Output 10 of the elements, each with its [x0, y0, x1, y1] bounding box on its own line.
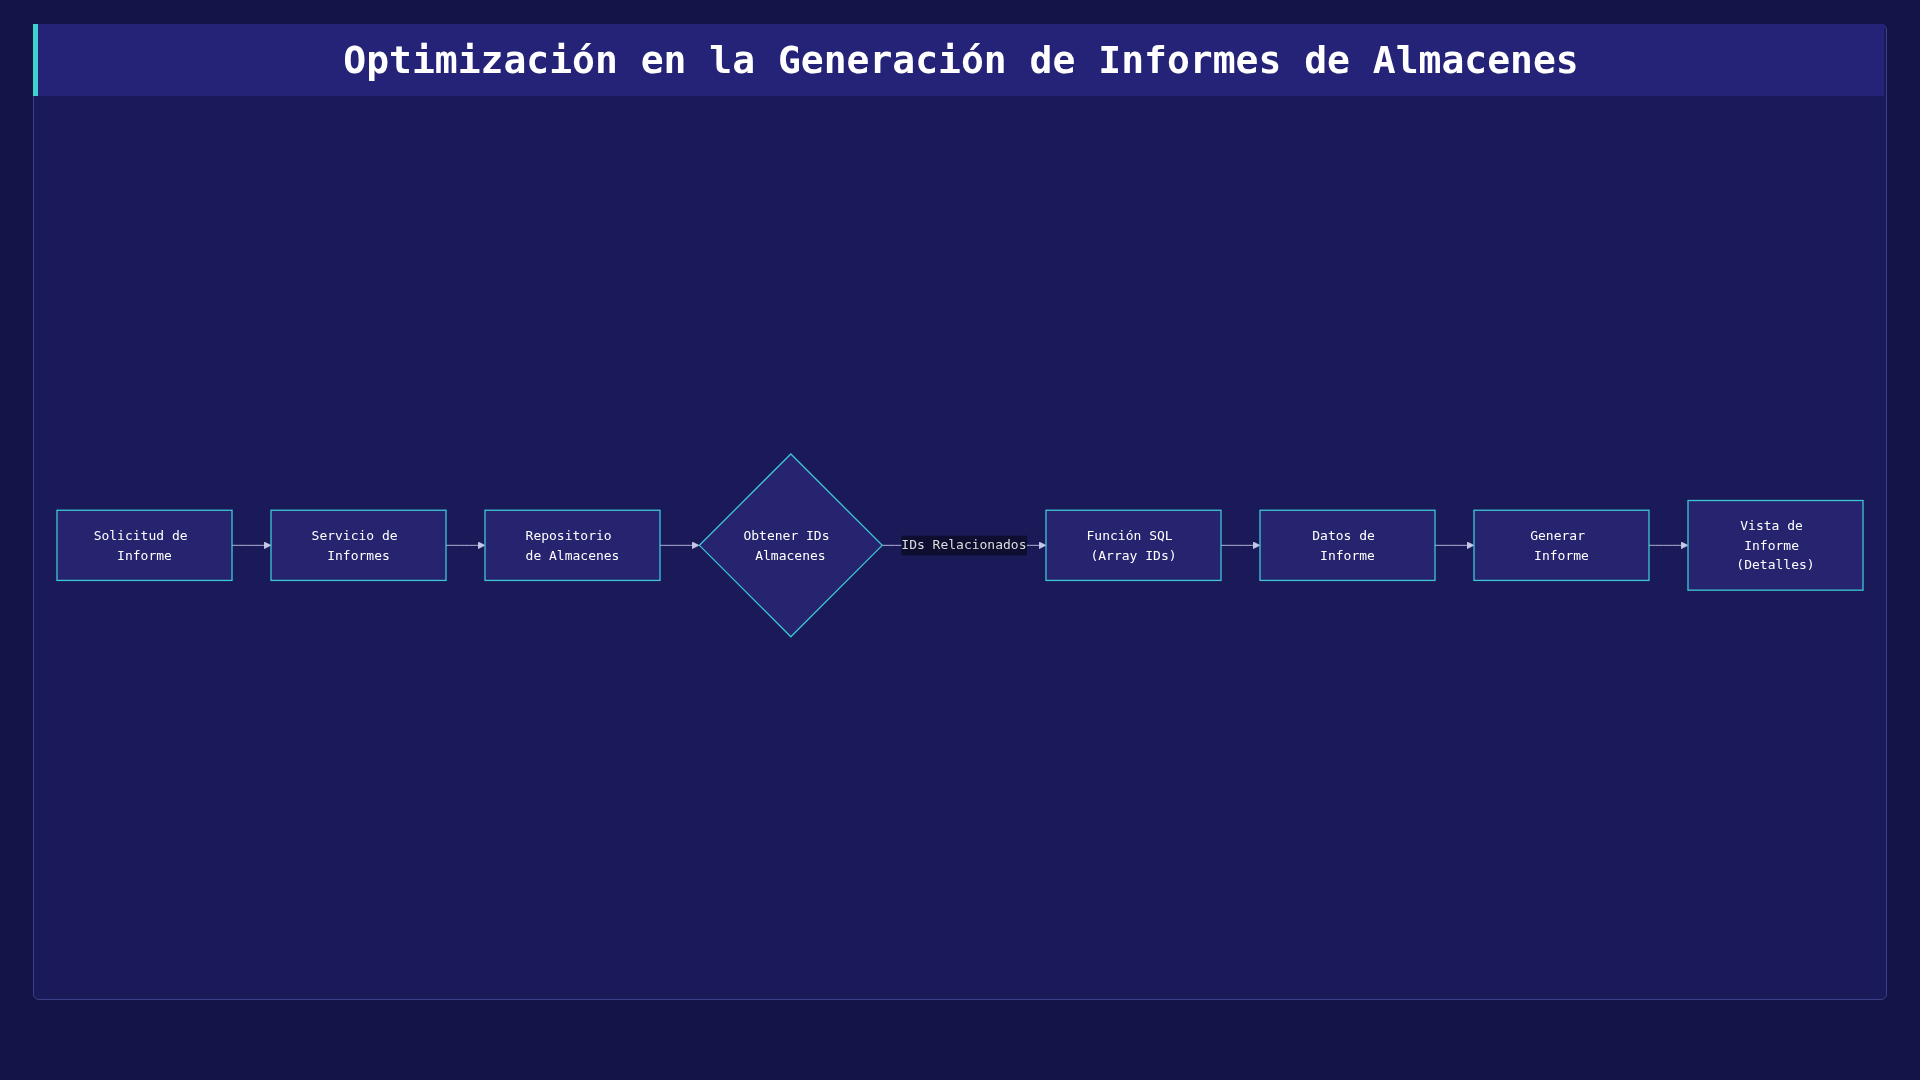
node-box: Servicio de Informes	[270, 509, 447, 581]
node-box: Repositorio de Almacenes	[484, 509, 661, 581]
node-box: Solicitud de Informe	[56, 509, 233, 581]
node-box: Datos de Informe	[1259, 509, 1436, 581]
node-box: Generar Informe	[1473, 509, 1650, 581]
node-box: Vista de Informe (Detalles)	[1687, 499, 1864, 591]
node-box: Función SQL (Array IDs)	[1045, 509, 1222, 581]
node-diamond: Obtener IDs Almacenes	[698, 452, 884, 638]
edge-label: IDs Relacionados	[901, 536, 1027, 553]
title: Optimización en la Generación de Informes de Almacenes	[33, 24, 1884, 96]
